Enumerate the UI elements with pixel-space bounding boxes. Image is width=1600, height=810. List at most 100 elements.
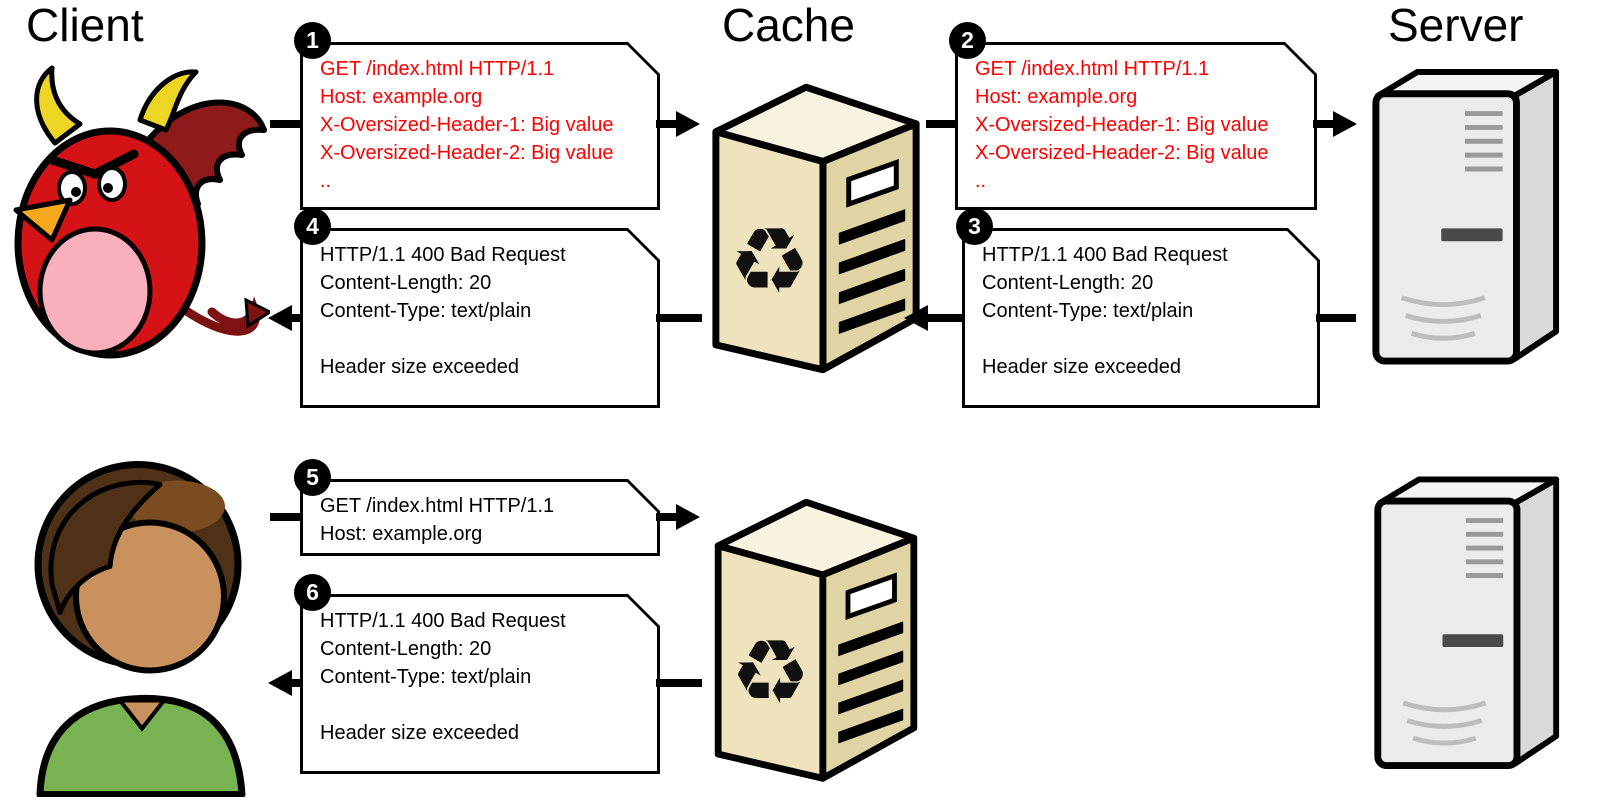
step-badge: 2 — [949, 22, 986, 59]
devil-horn-left — [34, 65, 83, 146]
devil-tail-tip — [244, 297, 270, 329]
message-text: HTTP/1.1 400 Bad Request Content-Length:… — [320, 241, 624, 402]
server-side-face — [1511, 69, 1560, 363]
server-icon — [1366, 62, 1564, 374]
message-note-4: 4 HTTP/1.1 400 Bad Request Content-Lengt… — [294, 208, 660, 408]
message-line: Host: example.org — [320, 86, 483, 108]
user-client-icon — [12, 442, 270, 797]
message-text: HTTP/1.1 400 Bad Request Content-Length:… — [982, 241, 1284, 402]
message-line: .. — [975, 170, 987, 192]
arrowhead-left-icon — [268, 670, 292, 696]
server-bottom-arcs — [1400, 295, 1486, 341]
note-surface — [303, 231, 657, 405]
server-drive-slot — [1441, 228, 1503, 242]
cache-icon: ♻ — [702, 62, 930, 380]
arrowhead-left-icon — [268, 305, 292, 331]
message-line — [320, 691, 624, 719]
arrow-server-to-note3 — [1316, 314, 1356, 322]
devil-brow — [47, 149, 139, 179]
cache-icon: ♻ — [702, 478, 930, 788]
step-badge: 6 — [294, 574, 331, 611]
message-line: X-Oversized-Header-2: Big value — [975, 142, 1269, 164]
user-fringe — [48, 480, 163, 615]
message-line: Content-Type: text/plain — [320, 300, 532, 322]
cache-vent-1 — [838, 621, 904, 657]
message-note-1: 1 GET /index.html HTTP/1.1 Host: example… — [294, 22, 660, 210]
note-surface — [303, 597, 657, 771]
arrow-cache-to-note6 — [656, 679, 702, 687]
message-line: X-Oversized-Header-2: Big value — [320, 142, 614, 164]
arrow-note3-to-cache — [928, 314, 964, 322]
cache-front-face — [712, 128, 827, 374]
arrowhead-right-icon — [676, 111, 700, 137]
devil-pupil-right — [103, 183, 113, 193]
server-bottom-arcs — [1402, 700, 1487, 746]
arrow-user-to-note5 — [270, 513, 302, 521]
recycle-icon: ♻ — [729, 207, 811, 314]
message-note-6: 6 HTTP/1.1 400 Bad Request Content-Lengt… — [294, 574, 660, 774]
message-line — [982, 325, 1284, 353]
message-line: Host: example.org — [320, 523, 483, 545]
server-drive-slot — [1442, 634, 1504, 648]
server-vents — [1465, 111, 1503, 172]
cache-vent-4 — [838, 708, 904, 744]
message-line: Content-Type: text/plain — [982, 300, 1194, 322]
message-line: .. — [320, 170, 332, 192]
devil-tail — [177, 296, 260, 336]
note-surface — [303, 45, 657, 207]
devil-beak — [13, 197, 73, 243]
arrow-note5-to-cache — [656, 513, 676, 521]
message-note-3: 3 HTTP/1.1 400 Bad Request Content-Lengt… — [956, 208, 1320, 408]
arrow-note6-to-user — [292, 679, 302, 687]
step-badge: 1 — [294, 22, 331, 59]
step-badge: 3 — [956, 208, 993, 245]
message-note-5: 5 GET /index.html HTTP/1.1 Host: example… — [294, 459, 660, 556]
message-line: Header size exceeded — [320, 722, 520, 744]
message-text: GET /index.html HTTP/1.1 Host: example.o… — [320, 492, 624, 550]
message-line: Header size exceeded — [320, 356, 520, 378]
recycle-icon: ♻ — [731, 621, 811, 725]
message-line: Host: example.org — [975, 86, 1138, 108]
cache-vent-3 — [838, 679, 904, 715]
user-neck — [115, 698, 169, 732]
note-surface — [965, 231, 1317, 405]
cache-vent-3 — [838, 268, 906, 305]
message-line: GET /index.html HTTP/1.1 — [320, 58, 555, 80]
message-line: HTTP/1.1 400 Bad Request — [320, 610, 566, 632]
message-line: Header size exceeded — [982, 356, 1182, 378]
message-text: HTTP/1.1 400 Bad Request Content-Length:… — [320, 607, 624, 768]
step-badge: 5 — [294, 459, 331, 496]
arrow-cache-to-note4 — [656, 314, 702, 322]
message-text: GET /index.html HTTP/1.1 Host: example.o… — [975, 55, 1281, 204]
devil-horn-right — [137, 69, 199, 133]
message-line: Content-Length: 20 — [320, 272, 492, 294]
message-line: Content-Length: 20 — [320, 638, 492, 660]
devil-belly — [37, 226, 153, 356]
cache-vent-2 — [838, 650, 904, 686]
cache-vent-4 — [838, 298, 906, 335]
cache-drive-slot — [846, 159, 899, 208]
arrowhead-right-icon — [676, 504, 700, 530]
message-line: X-Oversized-Header-1: Big value — [320, 114, 614, 136]
server-icon — [1368, 468, 1564, 780]
arrow-note2-to-server — [1313, 120, 1333, 128]
arrowhead-right-icon — [1333, 111, 1357, 137]
lane-title-server: Server — [1388, 0, 1524, 51]
message-text: GET /index.html HTTP/1.1 Host: example.o… — [320, 55, 624, 204]
arrowhead-left-icon — [904, 305, 928, 331]
arrow-note1-to-cache — [656, 120, 676, 128]
arrow-note4-to-client — [292, 314, 302, 322]
cache-vent-1 — [838, 209, 906, 245]
message-note-2: 2 GET /index.html HTTP/1.1 Host: example… — [949, 22, 1317, 210]
server-front-face — [1374, 497, 1521, 770]
server-vents — [1466, 518, 1504, 578]
server-side-face — [1512, 476, 1560, 767]
arrow-cache-to-note2 — [926, 120, 957, 128]
message-line: GET /index.html HTTP/1.1 — [320, 495, 555, 517]
note-surface — [303, 482, 657, 553]
devil-eye-right — [97, 166, 127, 202]
cache-vent-2 — [838, 238, 906, 275]
lane-title-client: Client — [26, 0, 144, 51]
message-line — [320, 325, 624, 353]
